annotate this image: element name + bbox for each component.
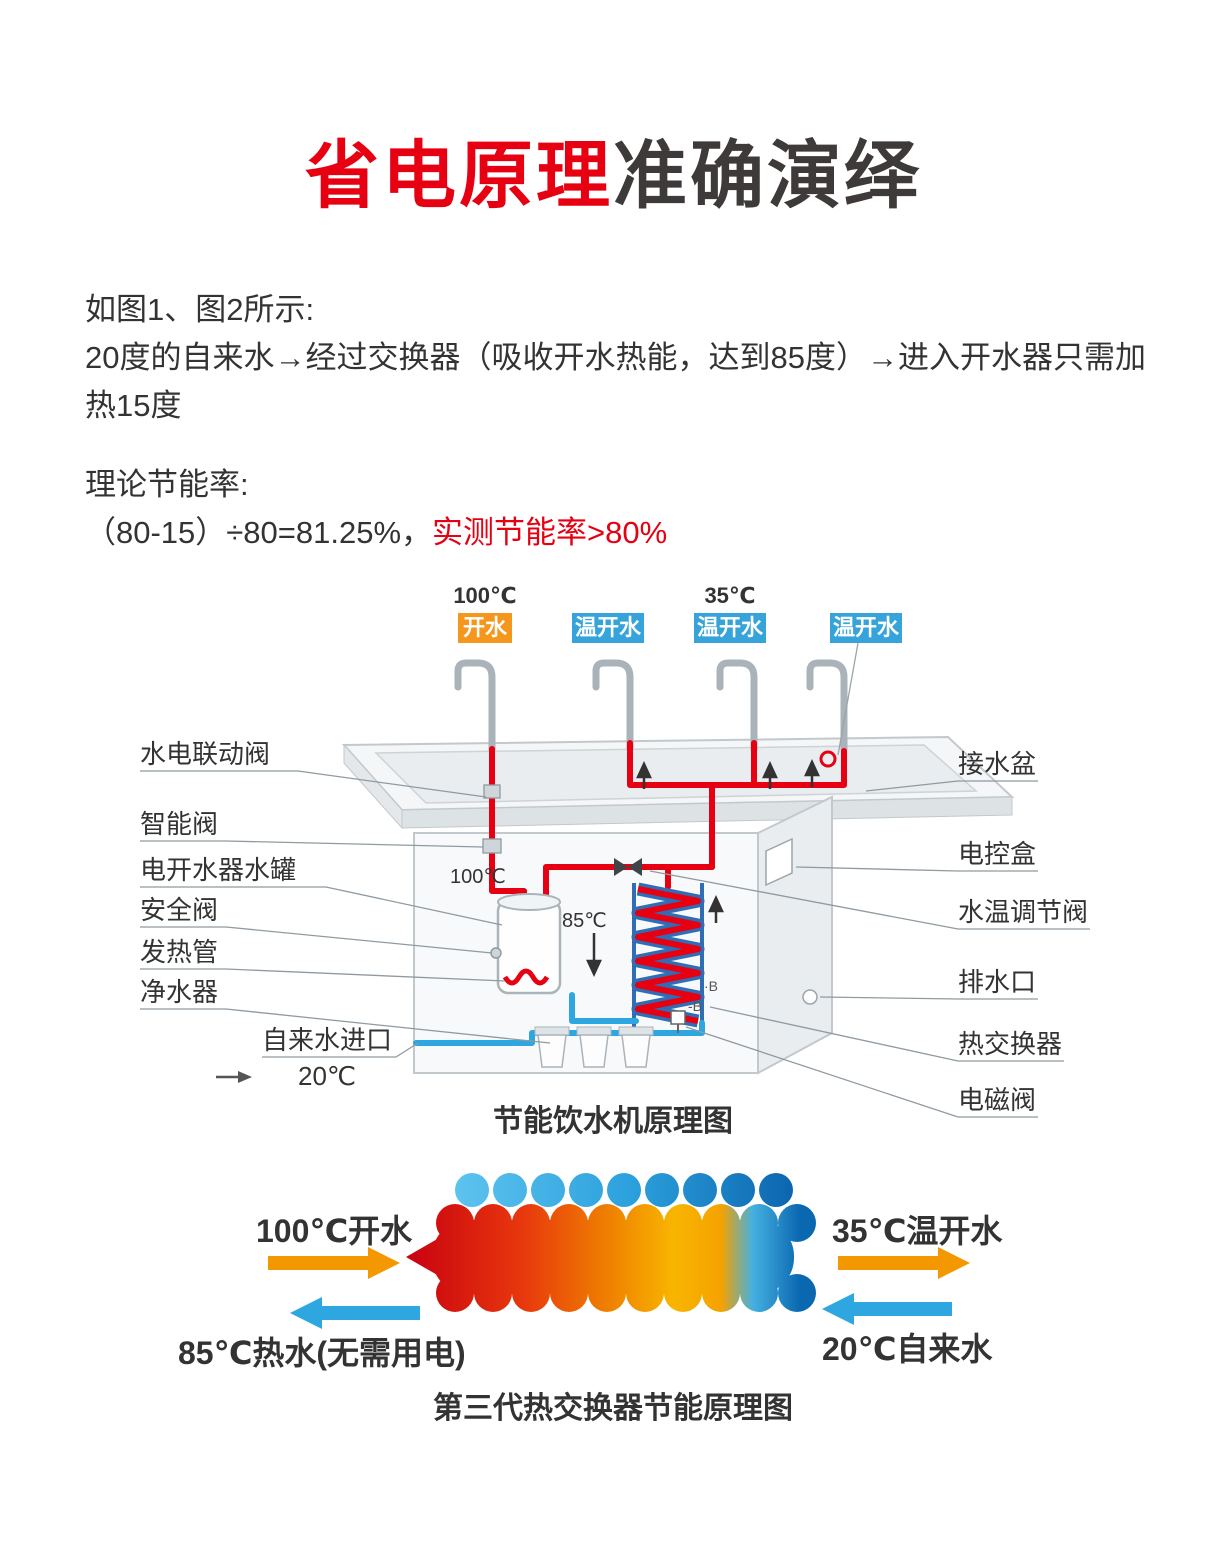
left-labels: 水电联动阀 智能阀 电开水器水罐 安全阀 发热管 净水器 自来水进口 20℃ xyxy=(140,739,551,1091)
leader-line xyxy=(795,865,1038,872)
pipe-warm-distribution xyxy=(627,739,847,870)
badge-warm-2 xyxy=(694,612,766,643)
intro-line-1: 如图1、图2所示: xyxy=(85,292,315,328)
water-dispenser-diagram: ·B -B 100℃ 85℃ 开水 温开水 温开水 温开水 100℃ 35℃ 水… xyxy=(140,583,1090,1138)
label-drip-tray: 接水盆 xyxy=(958,749,1036,779)
badge-leader-line xyxy=(837,642,859,755)
inlet-direction-arrow xyxy=(216,1070,252,1083)
label-inlet: 自来水进口 xyxy=(262,1025,392,1055)
warm-out-label: 85℃热水(无需用电) xyxy=(178,1335,466,1371)
faucet-warm-3-icon xyxy=(806,659,848,753)
port-label-b1: ·B xyxy=(704,978,718,994)
faucet-boiling-icon xyxy=(454,659,496,753)
coil-hot-pipe xyxy=(635,885,701,1024)
hot-in-label: 100℃开水 xyxy=(256,1213,413,1249)
cold-channel-bumps xyxy=(455,1172,793,1207)
pipe-coil-to-tank xyxy=(569,991,639,1024)
drain-outlet xyxy=(802,988,818,1005)
faucet-warm-2-icon xyxy=(716,659,758,753)
page-title: 省电原理准确演绎 xyxy=(0,135,1226,216)
pipe-to-coil xyxy=(661,1019,705,1036)
leader-line xyxy=(649,869,1090,930)
right-labels: 接水盆 电控盒 水温调节阀 排水口 热交换器 电磁阀 xyxy=(649,749,1090,1118)
tank-temp-label: 100℃ xyxy=(450,866,506,888)
warm-out-arrow xyxy=(290,1296,420,1329)
down-flow-arrow xyxy=(586,932,602,977)
intro-block: 如图1、图2所示: 20度的自来水→经过交换器（吸收开水热能，达到85度）→进入… xyxy=(85,286,1157,556)
leader-line xyxy=(140,1007,551,1044)
leader-line xyxy=(140,885,503,926)
label-tank: 电开水器水罐 xyxy=(140,855,296,885)
leader-line xyxy=(819,995,1038,1000)
label-filter: 净水器 xyxy=(140,977,218,1007)
leader-line xyxy=(140,967,506,982)
heating-element xyxy=(502,968,550,986)
title-rest: 准确演绎 xyxy=(613,134,921,217)
badge-warm-2-label: 温开水 xyxy=(697,615,764,640)
label-linkage-valve: 水电联动阀 xyxy=(140,739,270,769)
leader-line xyxy=(709,1005,1064,1062)
leader-line xyxy=(140,839,484,848)
faucet-warm-1-icon xyxy=(592,659,634,753)
cold-in-label: 20℃自来水 xyxy=(822,1331,993,1367)
hot-out-arrow xyxy=(838,1246,970,1279)
linkage-valve xyxy=(483,783,501,799)
title-highlight: 省电原理 xyxy=(305,134,613,217)
badge-warm-3-label: 温开水 xyxy=(833,615,900,640)
faucet-red-coil xyxy=(819,750,837,768)
smart-valve xyxy=(482,837,502,854)
formula-black: （80-15）÷80=81.25%， xyxy=(85,514,433,550)
boiling-temp-label: 100℃ xyxy=(453,583,516,608)
leader-line xyxy=(140,769,487,798)
formula-line: （80-15）÷80=81.25%，实测节能率>80% xyxy=(85,509,1157,557)
water-filters xyxy=(534,1026,654,1068)
badge-warm-3 xyxy=(830,612,902,643)
hot-water-tank xyxy=(490,892,562,994)
flow-up-arrows xyxy=(636,758,820,923)
label-heating-element: 发热管 xyxy=(140,937,218,967)
cold-in-arrow xyxy=(822,1292,952,1325)
inlet-temp-label: 20℃ xyxy=(298,1061,356,1091)
solenoid-valve xyxy=(670,1009,686,1033)
faucets xyxy=(454,659,848,753)
intro-line-2: 20度的自来水→经过交换器（吸收开水热能，达到85度）→进入开水器只需加热15度 xyxy=(85,340,1146,424)
port-label-b2: -B xyxy=(688,998,702,1014)
label-smart-valve: 智能阀 xyxy=(140,809,218,839)
warm-temp-label: 35℃ xyxy=(704,583,755,608)
label-control-box: 电控盒 xyxy=(958,839,1036,869)
label-temp-valve: 水温调节阀 xyxy=(958,897,1088,927)
tap-badges: 开水 温开水 温开水 温开水 xyxy=(458,612,902,755)
heat-exchanger xyxy=(631,882,705,1027)
label-solenoid: 电磁阀 xyxy=(958,1085,1036,1115)
heat-exchanger-diagram: 100℃开水 35℃温开水 85℃热水(无需用电) 20℃自来水 第三代热交换器… xyxy=(178,1172,1003,1425)
label-heat-exchanger: 热交换器 xyxy=(958,1029,1062,1059)
badge-boiling-label: 开水 xyxy=(463,615,508,640)
sink-left-face xyxy=(343,743,403,829)
label-drain: 排水口 xyxy=(958,967,1036,997)
leader-line xyxy=(262,1042,419,1058)
hot-in-arrow xyxy=(268,1246,400,1279)
leader-line xyxy=(685,1026,1038,1118)
section-label: 理论节能率: xyxy=(85,466,249,502)
hot-out-label: 35℃温开水 xyxy=(832,1213,1003,1249)
badge-warm-1-label: 温开水 xyxy=(575,615,642,640)
pipe-tank-to-valve xyxy=(543,863,715,904)
safety-valve xyxy=(490,946,502,959)
control-box xyxy=(765,837,793,886)
badge-boiling xyxy=(458,612,512,643)
exchanger-temp-label: 85℃ xyxy=(562,910,607,932)
exchanger-body xyxy=(406,1203,816,1312)
label-safety-valve: 安全阀 xyxy=(140,895,218,925)
leader-line xyxy=(865,779,1038,792)
temp-regulating-valve-icon xyxy=(614,857,642,876)
diagram1-caption: 节能饮水机原理图 xyxy=(493,1105,733,1138)
diagram2-caption: 第三代热交换器节能原理图 xyxy=(433,1391,793,1425)
leader-line xyxy=(140,925,493,954)
formula-red: 实测节能率>80% xyxy=(432,514,668,550)
badge-warm-1 xyxy=(572,612,644,643)
